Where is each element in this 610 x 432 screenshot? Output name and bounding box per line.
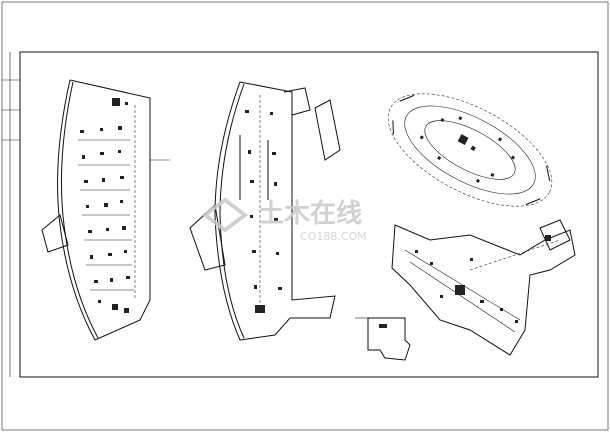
watermark-domain: CO188.COM	[300, 230, 367, 243]
diagonal-wing-plan	[391, 219, 576, 356]
elliptical-plan	[387, 93, 553, 207]
small-detail-plan	[355, 317, 411, 361]
drawing-border	[19, 51, 599, 378]
curved-floor-plan-b	[189, 81, 341, 341]
watermark: 土木在线 CO188.COM	[201, 197, 367, 243]
left-title-strip	[2, 52, 20, 377]
watermark-logo-icon	[201, 197, 249, 233]
watermark-brand: 土木在线	[258, 199, 362, 229]
curved-floor-plan-a	[41, 79, 170, 341]
